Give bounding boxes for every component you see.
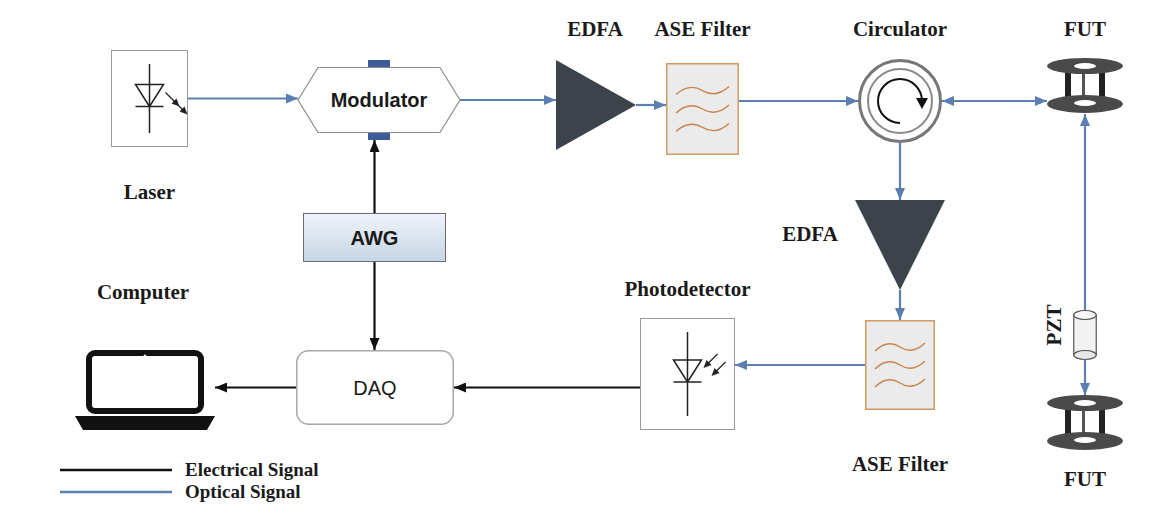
optical-signal-arrow (735, 364, 865, 366)
optical-signal-arrow (1084, 360, 1086, 395)
electrical-signal-arrow (373, 262, 375, 350)
circulator-shape (858, 59, 942, 143)
computer-laptop: Computer (75, 350, 215, 430)
fiber-spool-shape (1047, 58, 1123, 114)
component-label: Circulator (853, 18, 947, 41)
fiber-spool: FUT (1047, 58, 1123, 114)
optical-signal-arrow (899, 290, 901, 320)
optical-signal-arrow (739, 100, 858, 102)
optical-signal-arrow (460, 99, 556, 101)
pzt-cylinder: PZT (1073, 310, 1097, 360)
legend-line (60, 469, 172, 472)
component-label: ASE Filter (852, 453, 948, 476)
electrical-signal-arrow (454, 386, 640, 388)
circulator: Circulator (858, 59, 942, 143)
ase-filter-shape (666, 63, 739, 155)
component-label: Photodetector (625, 278, 751, 301)
component-label: EDFA (567, 18, 623, 41)
pzt-cylinder-shape (1073, 310, 1097, 360)
component-label: Computer (97, 281, 189, 304)
electrical-signal-arrow (215, 386, 296, 388)
edfa-amplifier-shape (556, 60, 636, 150)
box-text: AWG (351, 227, 399, 249)
computer-laptop-shape (75, 350, 215, 430)
component-label: FUT (1064, 468, 1106, 491)
optical-signal-arrow (636, 104, 666, 106)
electrical-signal-arrow (373, 140, 375, 213)
fiber-spool-shape (1047, 395, 1123, 451)
component-label: Laser (124, 181, 175, 204)
legend-text: Electrical Signal (185, 460, 319, 481)
optical-signal-arrow (1084, 114, 1086, 310)
edfa-amplifier: EDFA (556, 60, 636, 150)
daq-box: DAQ (296, 350, 454, 425)
component-label: FUT (1064, 18, 1106, 41)
laser-source: Laser (111, 50, 188, 147)
component-label: ASE Filter (654, 18, 750, 41)
box-text: Modulator (331, 89, 428, 111)
component-label: EDFA (782, 223, 838, 246)
optical-signal-arrow (942, 100, 1047, 102)
optical-signal-arrow (188, 97, 298, 99)
photodetector: Photodetector (640, 318, 735, 430)
ase-filter: ASE Filter (666, 63, 739, 155)
laser-source-shape (111, 50, 188, 147)
component-label: PZT (1043, 305, 1066, 346)
photodetector-shape (640, 318, 735, 430)
edfa-amplifier-shape (855, 200, 945, 290)
legend-text: Optical Signal (185, 482, 301, 503)
ase-filter-shape (865, 320, 935, 410)
optical-signal-arrow (899, 143, 901, 200)
edfa-amplifier: EDFA (855, 200, 945, 290)
box-text: DAQ (353, 377, 396, 399)
awg-box: AWG (303, 213, 446, 262)
legend-line (60, 491, 172, 494)
ase-filter: ASE Filter (865, 320, 935, 410)
modulator-hexagon: Modulator (298, 67, 460, 133)
fiber-spool: FUT (1047, 395, 1123, 451)
